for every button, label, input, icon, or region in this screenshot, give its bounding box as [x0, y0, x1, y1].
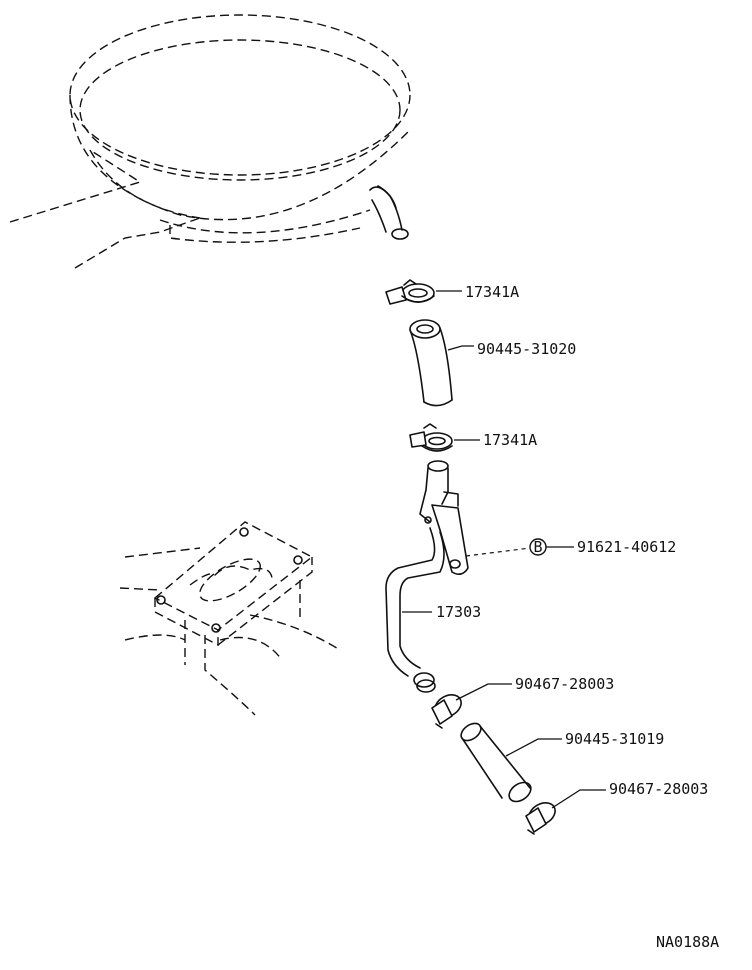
vacuum-pipe [385, 460, 469, 693]
hose-clamp-upper [385, 279, 435, 305]
callout-clamp-upper: 17341A [465, 283, 519, 301]
callout-clamp-middle: 17341A [483, 431, 537, 449]
callout-bolt: 91621-40612 [577, 538, 676, 556]
callout-clamp-lower-b: 90467-28003 [609, 780, 708, 798]
bolt-marker-letter: B [533, 538, 542, 556]
intake-manifold [119, 521, 341, 716]
hose-upper [409, 319, 453, 407]
leader-hose-upper [447, 345, 474, 351]
callout-clamp-lower-a: 90467-28003 [515, 675, 614, 693]
hose-clamp-middle [409, 423, 453, 452]
figure-code: NA0188A [656, 933, 719, 951]
leader-clamp-lower-b [551, 789, 606, 809]
leader-bolt [465, 547, 531, 557]
callout-hose-lower: 90445-31019 [565, 730, 664, 748]
hose-lower [460, 722, 532, 803]
hose-clamp-lower-a [431, 694, 462, 729]
air-cleaner-housing [9, 14, 411, 269]
leader-clamp-lower-a [455, 683, 512, 701]
hose-clamp-lower-b [525, 802, 556, 835]
bolt-marker: B [529, 538, 547, 556]
callout-pipe: 17303 [436, 603, 481, 621]
leader-hose-lower [505, 738, 562, 757]
callout-hose-upper: 90445-31020 [477, 340, 576, 358]
